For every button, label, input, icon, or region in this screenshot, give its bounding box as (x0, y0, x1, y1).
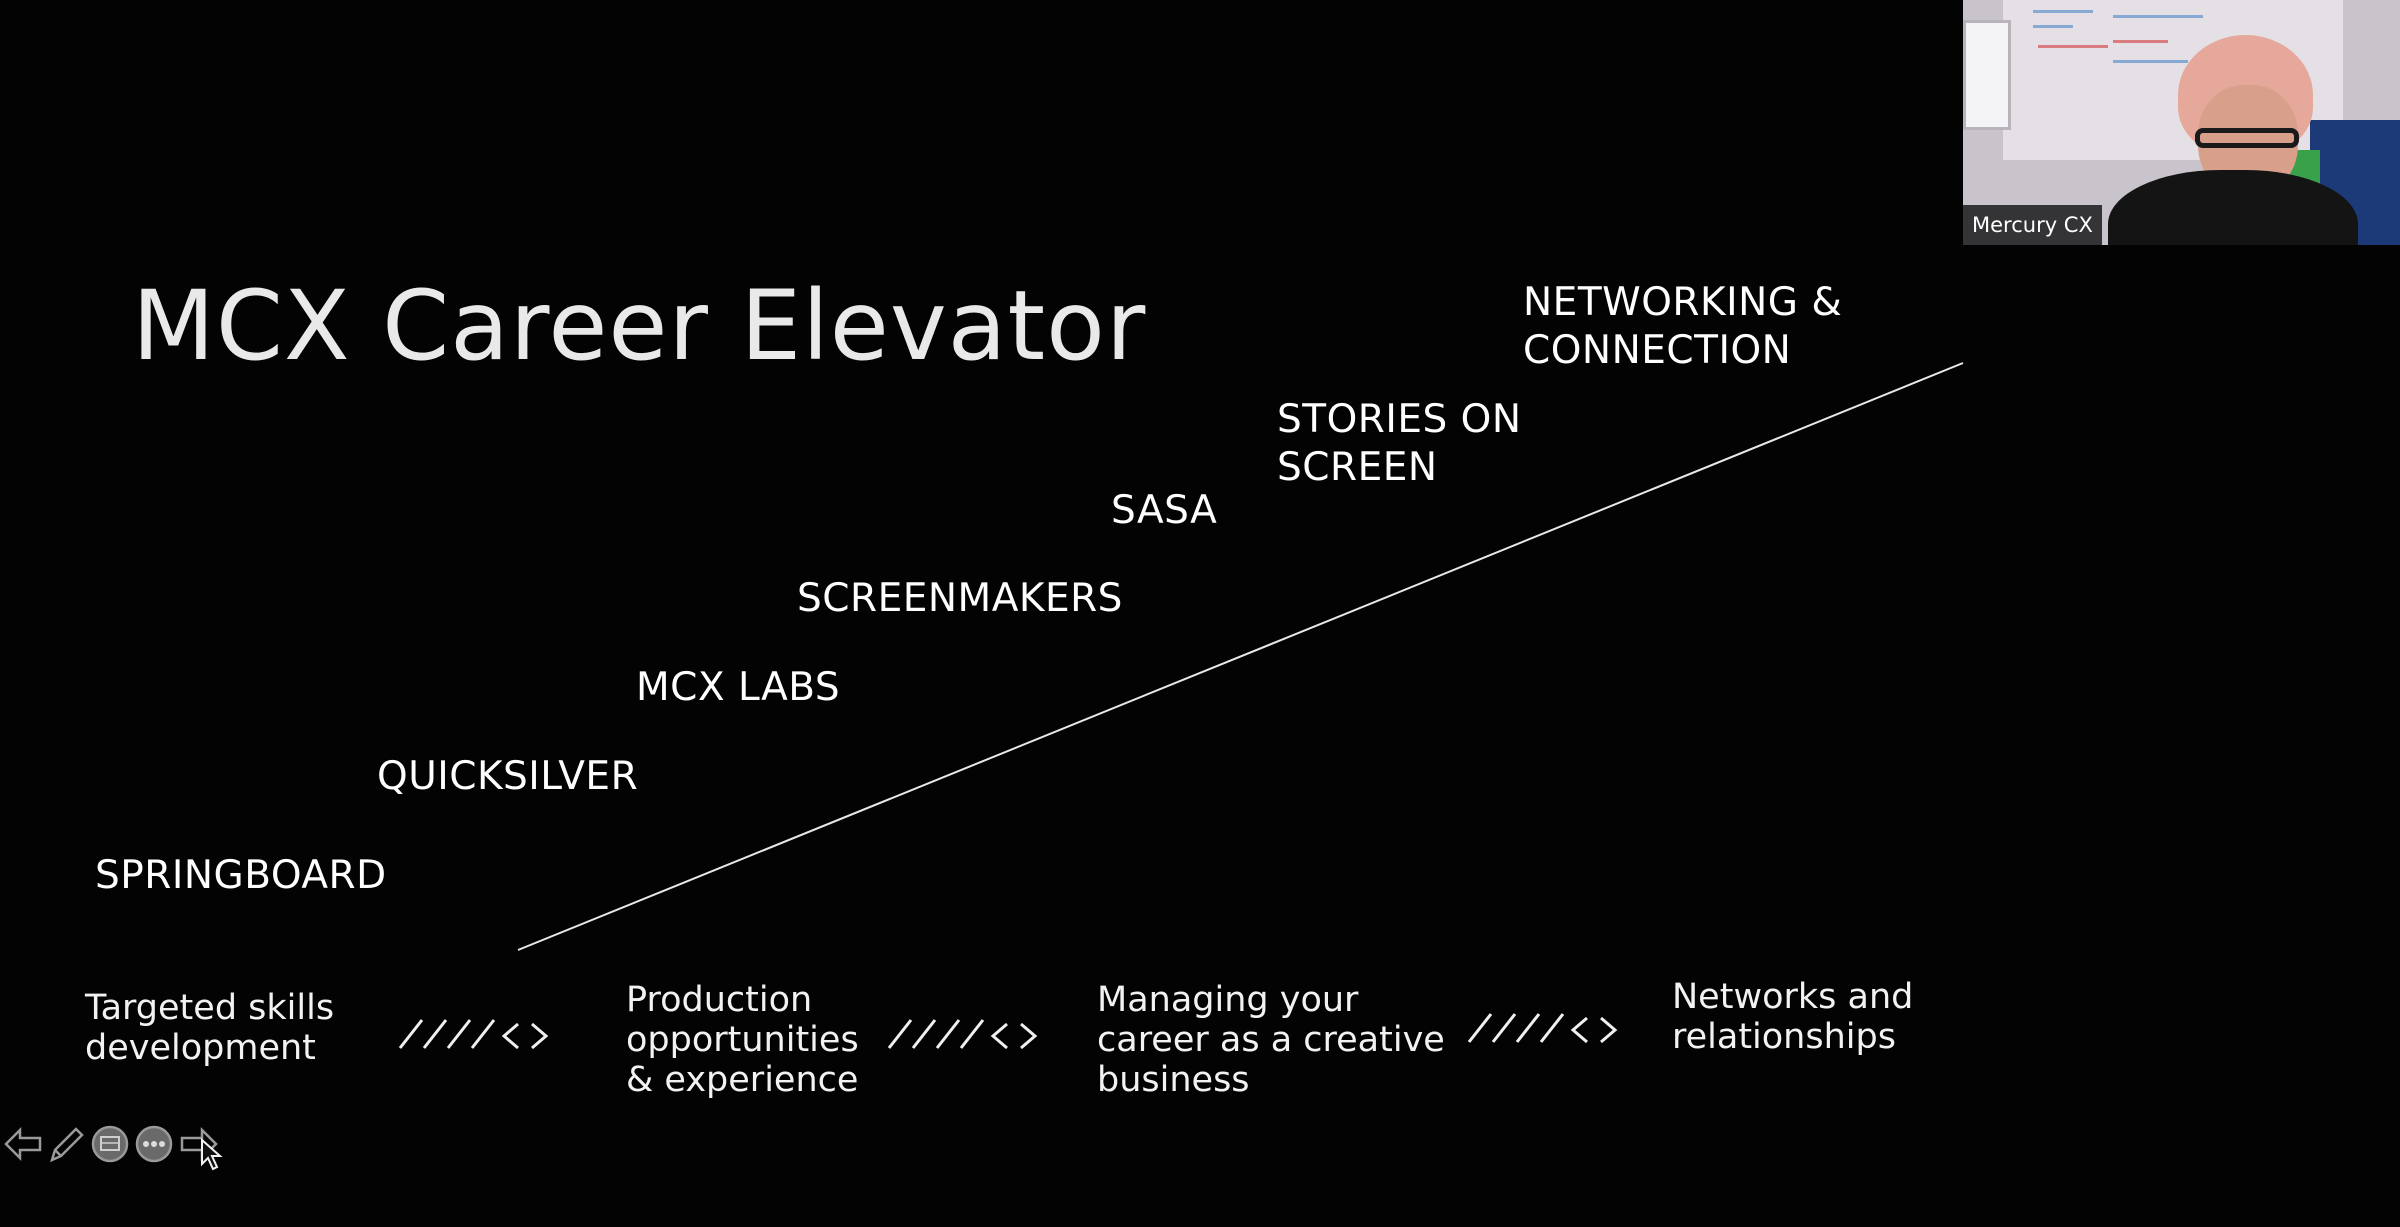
participant-name-label: Mercury CX (1963, 205, 2102, 245)
slide-title: MCX Career Elevator (132, 270, 1147, 382)
stage-quicksilver: QUICKSILVER (377, 754, 639, 799)
previous-slide-button[interactable] (2, 1122, 46, 1166)
participant-glasses (2195, 128, 2299, 148)
participant-body (2108, 170, 2358, 245)
pillar-managing-career: Managing your career as a creative busin… (1097, 980, 1445, 1100)
stage-screenmakers: SCREENMAKERS (797, 576, 1123, 621)
stage-springboard: SPRINGBOARD (95, 853, 387, 898)
stage-stories-on-screen: STORIES ON SCREEN (1277, 397, 1522, 490)
whiteboard-writing (2038, 45, 2108, 48)
pillar-production: Production opportunities & experience (626, 980, 859, 1100)
separator-arrows (887, 1019, 1038, 1050)
pen-icon (50, 1127, 84, 1163)
whiteboard-writing (2033, 10, 2093, 13)
pillar-networks: Networks and relationships (1672, 977, 1914, 1057)
whiteboard-writing (2033, 25, 2073, 28)
slides-grid-icon (91, 1125, 129, 1163)
more-options-button[interactable] (132, 1122, 176, 1166)
window-background (1963, 20, 2011, 130)
pillar-targeted-skills: Targeted skills development (85, 988, 335, 1068)
see-all-slides-button[interactable] (88, 1122, 132, 1166)
arrow-left-icon (4, 1126, 42, 1162)
pen-tool-button[interactable] (44, 1122, 88, 1166)
whiteboard-writing (2113, 15, 2203, 18)
mouse-cursor-icon (201, 1138, 223, 1171)
stage-mcx-labs: MCX LABS (636, 665, 841, 710)
separator-arrows (398, 1019, 549, 1050)
participant-video-tile[interactable]: Mercury CX (1963, 0, 2400, 245)
slide-controls (0, 1122, 230, 1171)
whiteboard-writing (2113, 60, 2188, 63)
stage-networking-connection: NETWORKING & CONNECTION (1523, 280, 1843, 373)
whiteboard-writing (2113, 40, 2168, 43)
separator-arrows (1467, 1013, 1618, 1044)
stage-sasa: SASA (1111, 488, 1218, 533)
more-options-icon (135, 1125, 173, 1163)
